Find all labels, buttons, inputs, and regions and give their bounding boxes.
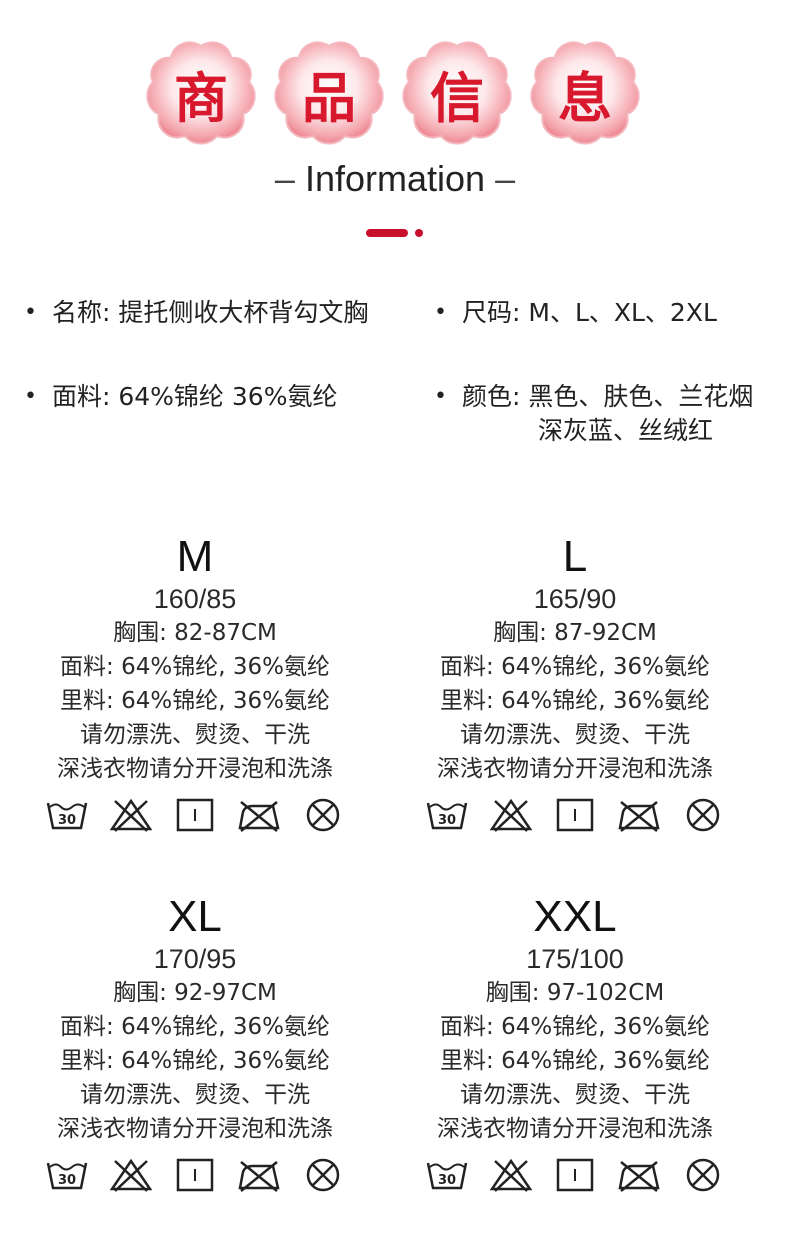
fabric-line: 面料: 64%锦纶, 36%氨纶 (440, 1014, 710, 1040)
size-spec: 160/85 (153, 584, 237, 614)
svg-text:30: 30 (438, 1173, 456, 1188)
info-subtitle: – Information – (0, 158, 790, 200)
size-label: L (562, 532, 588, 581)
size-card-l: L 165/90 胸围: 87-92CM 面料: 64%锦纶, 36%氨纶 里料… (395, 532, 755, 832)
size-label: XXL (533, 892, 617, 941)
tumble-dry-icon (176, 798, 214, 832)
lining-line: 里料: 64%锦纶, 36%氨纶 (440, 1048, 710, 1074)
care-line-2: 深浅衣物请分开浸泡和洗涤 (57, 756, 333, 782)
title-badge: 信 (401, 38, 513, 148)
svg-text:30: 30 (58, 1173, 76, 1188)
tumble-dry-icon (176, 1158, 214, 1192)
subtitle-dash-right: – (495, 158, 516, 199)
subtitle-text: Information (304, 158, 486, 199)
bullet-icon: • (434, 384, 447, 409)
chest-line: 胸围: 97-102CM (485, 980, 665, 1006)
lining-line: 里料: 64%锦纶, 36%氨纶 (60, 1048, 330, 1074)
care-line-2: 深浅衣物请分开浸泡和洗涤 (437, 756, 713, 782)
wash-30-icon: 30 (426, 802, 468, 830)
bullet-icon: • (24, 300, 37, 325)
no-bleach-icon (109, 1158, 153, 1192)
tumble-dry-icon (556, 798, 594, 832)
no-iron-icon (238, 1161, 280, 1192)
product-info: • 名称: 提托侧收大杯背勾文胸 • 尺码: M、L、XL、2XL • 面料: … (0, 290, 790, 470)
title-badge: 商 (145, 38, 257, 148)
care-icons: 30 (395, 1158, 755, 1192)
svg-text:30: 30 (58, 813, 76, 828)
title-badge: 息 (529, 38, 641, 148)
info-sizes: • 尺码: M、L、XL、2XL (434, 296, 717, 330)
no-bleach-icon (489, 1158, 533, 1192)
title-badge: 品 (273, 38, 385, 148)
no-iron-icon (618, 801, 660, 832)
subtitle-dash-left: – (274, 158, 295, 199)
divider-ornament (366, 229, 423, 237)
info-name: • 名称: 提托侧收大杯背勾文胸 (24, 296, 368, 330)
chest-line: 胸围: 92-97CM (113, 980, 277, 1006)
no-iron-icon (618, 1161, 660, 1192)
no-dry-clean-icon (306, 798, 340, 832)
no-bleach-icon (109, 798, 153, 832)
wash-30-icon: 30 (46, 1162, 88, 1190)
info-fabric: • 面料: 64%锦纶 36%氨纶 (24, 380, 337, 414)
no-dry-clean-icon (686, 798, 720, 832)
size-spec: 175/100 (526, 944, 624, 974)
care-icons: 30 (15, 798, 375, 832)
svg-text:30: 30 (438, 813, 456, 828)
fabric-line: 面料: 64%锦纶, 36%氨纶 (440, 654, 710, 680)
lining-line: 里料: 64%锦纶, 36%氨纶 (60, 688, 330, 714)
bullet-icon: • (434, 300, 447, 325)
no-bleach-icon (489, 798, 533, 832)
fabric-line: 面料: 64%锦纶, 36%氨纶 (60, 654, 330, 680)
chest-line: 胸围: 87-92CM (493, 620, 657, 646)
wash-30-icon: 30 (46, 802, 88, 830)
size-card-xl: XL 170/95 胸围: 92-97CM 面料: 64%锦纶, 36%氨纶 里… (15, 892, 375, 1192)
size-spec: 170/95 (153, 944, 237, 974)
care-line-1: 请勿漂洗、熨烫、干洗 (460, 722, 690, 748)
title-char: 息 (558, 66, 612, 130)
wash-30-icon: 30 (426, 1162, 468, 1190)
lining-line: 里料: 64%锦纶, 36%氨纶 (440, 688, 710, 714)
care-line-2: 深浅衣物请分开浸泡和洗涤 (437, 1116, 713, 1142)
info-colors: • 颜色: 黑色、肤色、兰花烟 深灰蓝、丝绒红 (434, 382, 754, 445)
chest-line: 胸围: 82-87CM (113, 620, 277, 646)
no-dry-clean-icon (306, 1158, 340, 1192)
size-label: M (176, 532, 214, 581)
care-icons: 30 (15, 1158, 375, 1192)
size-card-m: M 160/85 胸围: 82-87CM 面料: 64%锦纶, 36%氨纶 里料… (15, 532, 375, 832)
tumble-dry-icon (556, 1158, 594, 1192)
fabric-line: 面料: 64%锦纶, 36%氨纶 (60, 1014, 330, 1040)
title-char: 信 (430, 66, 484, 130)
no-dry-clean-icon (686, 1158, 720, 1192)
title-char: 商 (174, 66, 228, 130)
title-char: 品 (302, 66, 356, 130)
size-card-xxl: XXL 175/100 胸围: 97-102CM 面料: 64%锦纶, 36%氨… (395, 892, 755, 1192)
care-line-1: 请勿漂洗、熨烫、干洗 (80, 722, 310, 748)
care-line-2: 深浅衣物请分开浸泡和洗涤 (57, 1116, 333, 1142)
care-line-1: 请勿漂洗、熨烫、干洗 (80, 1082, 310, 1108)
size-spec: 165/90 (533, 584, 617, 614)
care-line-1: 请勿漂洗、熨烫、干洗 (460, 1082, 690, 1108)
care-icons: 30 (395, 798, 755, 832)
header: 商 品 信 息 – Information (0, 0, 790, 250)
bullet-icon: • (24, 384, 37, 409)
no-iron-icon (238, 801, 280, 832)
title-badges: 商 品 信 息 (145, 38, 645, 148)
size-label: XL (168, 892, 222, 941)
